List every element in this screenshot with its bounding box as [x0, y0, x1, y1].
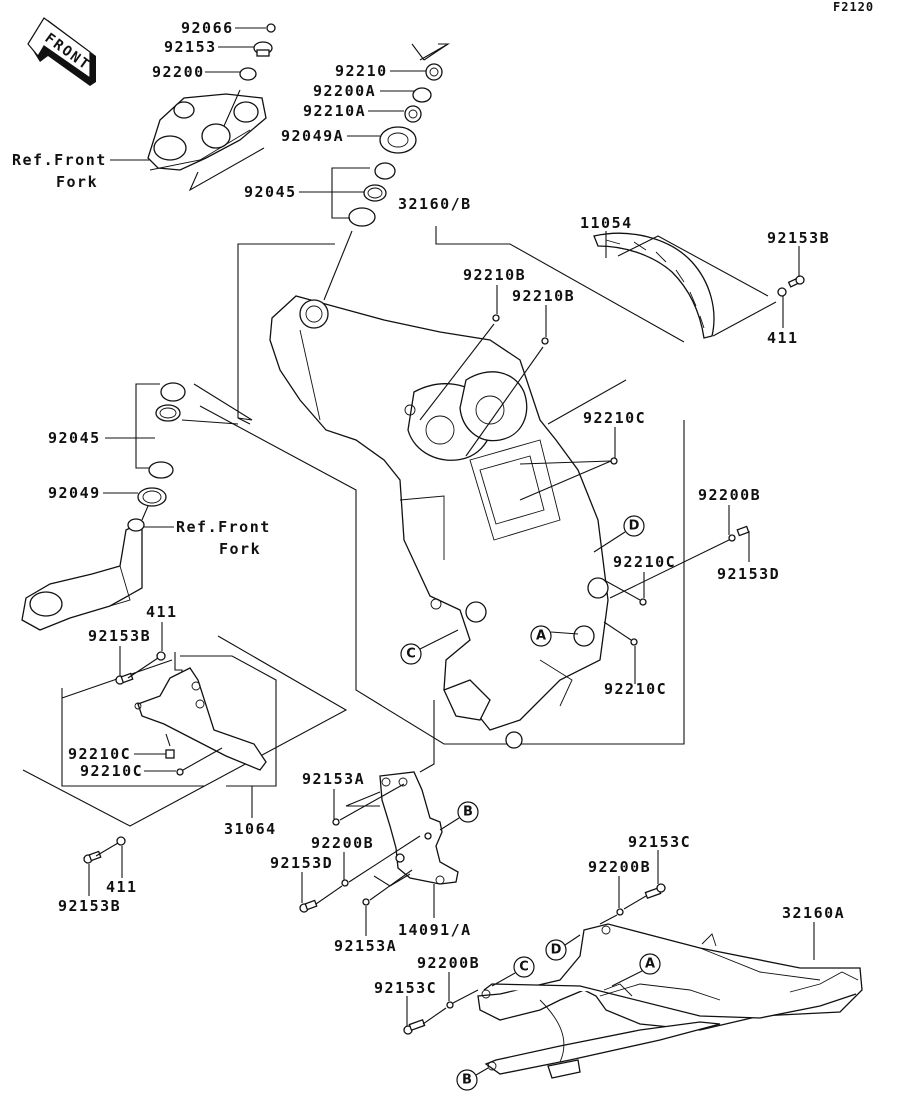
callout-C-main	[400, 643, 422, 665]
label-32160B[interactable]: 32160/B	[398, 195, 472, 213]
label-92200[interactable]: 92200	[152, 63, 205, 81]
label-92210C-1[interactable]: 92210C	[583, 409, 646, 427]
callout-B-sub	[456, 1069, 478, 1091]
label-92210C-2[interactable]: 92210C	[613, 553, 676, 571]
part-14091A-bracket	[379, 771, 459, 885]
label-92153[interactable]: 92153	[164, 38, 217, 56]
label-32160A[interactable]: 32160A	[782, 904, 845, 922]
label-92153C-bottom[interactable]: 92153C	[374, 979, 437, 997]
callout-A-main	[530, 625, 552, 647]
callout-C-main-text: C	[406, 647, 416, 662]
part-92153B-bolt-left-top	[115, 672, 134, 685]
steering-stem-parts	[348, 63, 443, 227]
callout-B-sub-text: B	[462, 1073, 472, 1088]
main-frame	[269, 295, 609, 749]
label-92210A[interactable]: 92210A	[303, 102, 366, 120]
label-92200B-mid[interactable]: 92200B	[311, 834, 374, 852]
callout-A-sub	[639, 953, 661, 975]
label-92210C-left-2[interactable]: 92210C	[80, 762, 143, 780]
label-92066[interactable]: 92066	[181, 19, 234, 37]
label-92210[interactable]: 92210	[335, 62, 388, 80]
top-fork-clamp	[147, 93, 267, 171]
label-92200B-bottom[interactable]: 92200B	[417, 954, 480, 972]
label-92200B-subframe[interactable]: 92200B	[588, 858, 651, 876]
label-92045-top[interactable]: 92045	[244, 183, 297, 201]
part-92153D-bolt-mid	[299, 899, 318, 913]
label-92210B-2[interactable]: 92210B	[512, 287, 575, 305]
part-92153B-bolt-right	[787, 275, 805, 288]
part-11054-bracket	[593, 232, 715, 339]
label-411-left-top[interactable]: 411	[146, 603, 178, 621]
label-ref-front-fork-mid[interactable]: Ref.Front	[176, 518, 271, 536]
callout-D-sub-text: D	[551, 943, 562, 958]
label-ref-front-fork-top[interactable]: Ref.Front	[12, 151, 107, 169]
front-arrow-icon: FRONT	[27, 17, 96, 86]
label-92153B-right[interactable]: 92153B	[767, 229, 830, 247]
label-92153A-2[interactable]: 92153A	[334, 937, 397, 955]
part-92066-cap	[266, 23, 276, 33]
callout-D-sub	[545, 939, 567, 961]
label-92210B-1[interactable]: 92210B	[463, 266, 526, 284]
part-32160A-subframe	[477, 923, 863, 1079]
callout-C-sub	[513, 956, 535, 978]
label-92210C-left-1[interactable]: 92210C	[68, 745, 131, 763]
label-92045-left[interactable]: 92045	[48, 429, 101, 447]
label-92153D-right[interactable]: 92153D	[717, 565, 780, 583]
callout-D-main-text: D	[629, 519, 640, 534]
part-92153-bolt	[253, 41, 273, 57]
label-ref-front-fork-mid-2[interactable]: Fork	[219, 540, 261, 558]
label-92200B-right[interactable]: 92200B	[698, 486, 761, 504]
part-92153C-bolt-bottom	[403, 1018, 426, 1035]
label-92153B-left-bottom[interactable]: 92153B	[58, 897, 121, 915]
label-11054[interactable]: 11054	[580, 214, 633, 232]
part-31064-bracket	[134, 667, 267, 771]
part-92200-washer	[239, 67, 257, 81]
label-92153C-right[interactable]: 92153C	[628, 833, 691, 851]
callout-B-bracket-text: B	[463, 805, 473, 820]
label-14091A[interactable]: 14091/A	[398, 921, 472, 939]
label-411-right[interactable]: 411	[767, 329, 799, 347]
label-92153B-left-top[interactable]: 92153B	[88, 627, 151, 645]
callout-D-main	[623, 515, 645, 537]
label-92200A[interactable]: 92200A	[313, 82, 376, 100]
callout-C-sub-text: C	[519, 960, 529, 975]
label-92210C-3[interactable]: 92210C	[604, 680, 667, 698]
label-92153D-mid[interactable]: 92153D	[270, 854, 333, 872]
label-92049[interactable]: 92049	[48, 484, 101, 502]
label-411-left-bottom[interactable]: 411	[106, 878, 138, 896]
callout-A-sub-text: A	[645, 957, 655, 972]
callout-A-main-text: A	[536, 629, 546, 644]
part-92153C-bolt-right	[644, 883, 666, 900]
lower-fork-clamp	[21, 382, 186, 631]
label-92049A[interactable]: 92049A	[281, 127, 344, 145]
label-92153A-1[interactable]: 92153A	[302, 770, 365, 788]
label-ref-front-fork-top-2[interactable]: Fork	[56, 173, 98, 191]
callout-B-bracket	[457, 801, 479, 823]
label-31064[interactable]: 31064	[224, 820, 277, 838]
part-92153B-bolt-left-bottom	[83, 850, 102, 864]
figure-code: F2120	[833, 0, 874, 14]
